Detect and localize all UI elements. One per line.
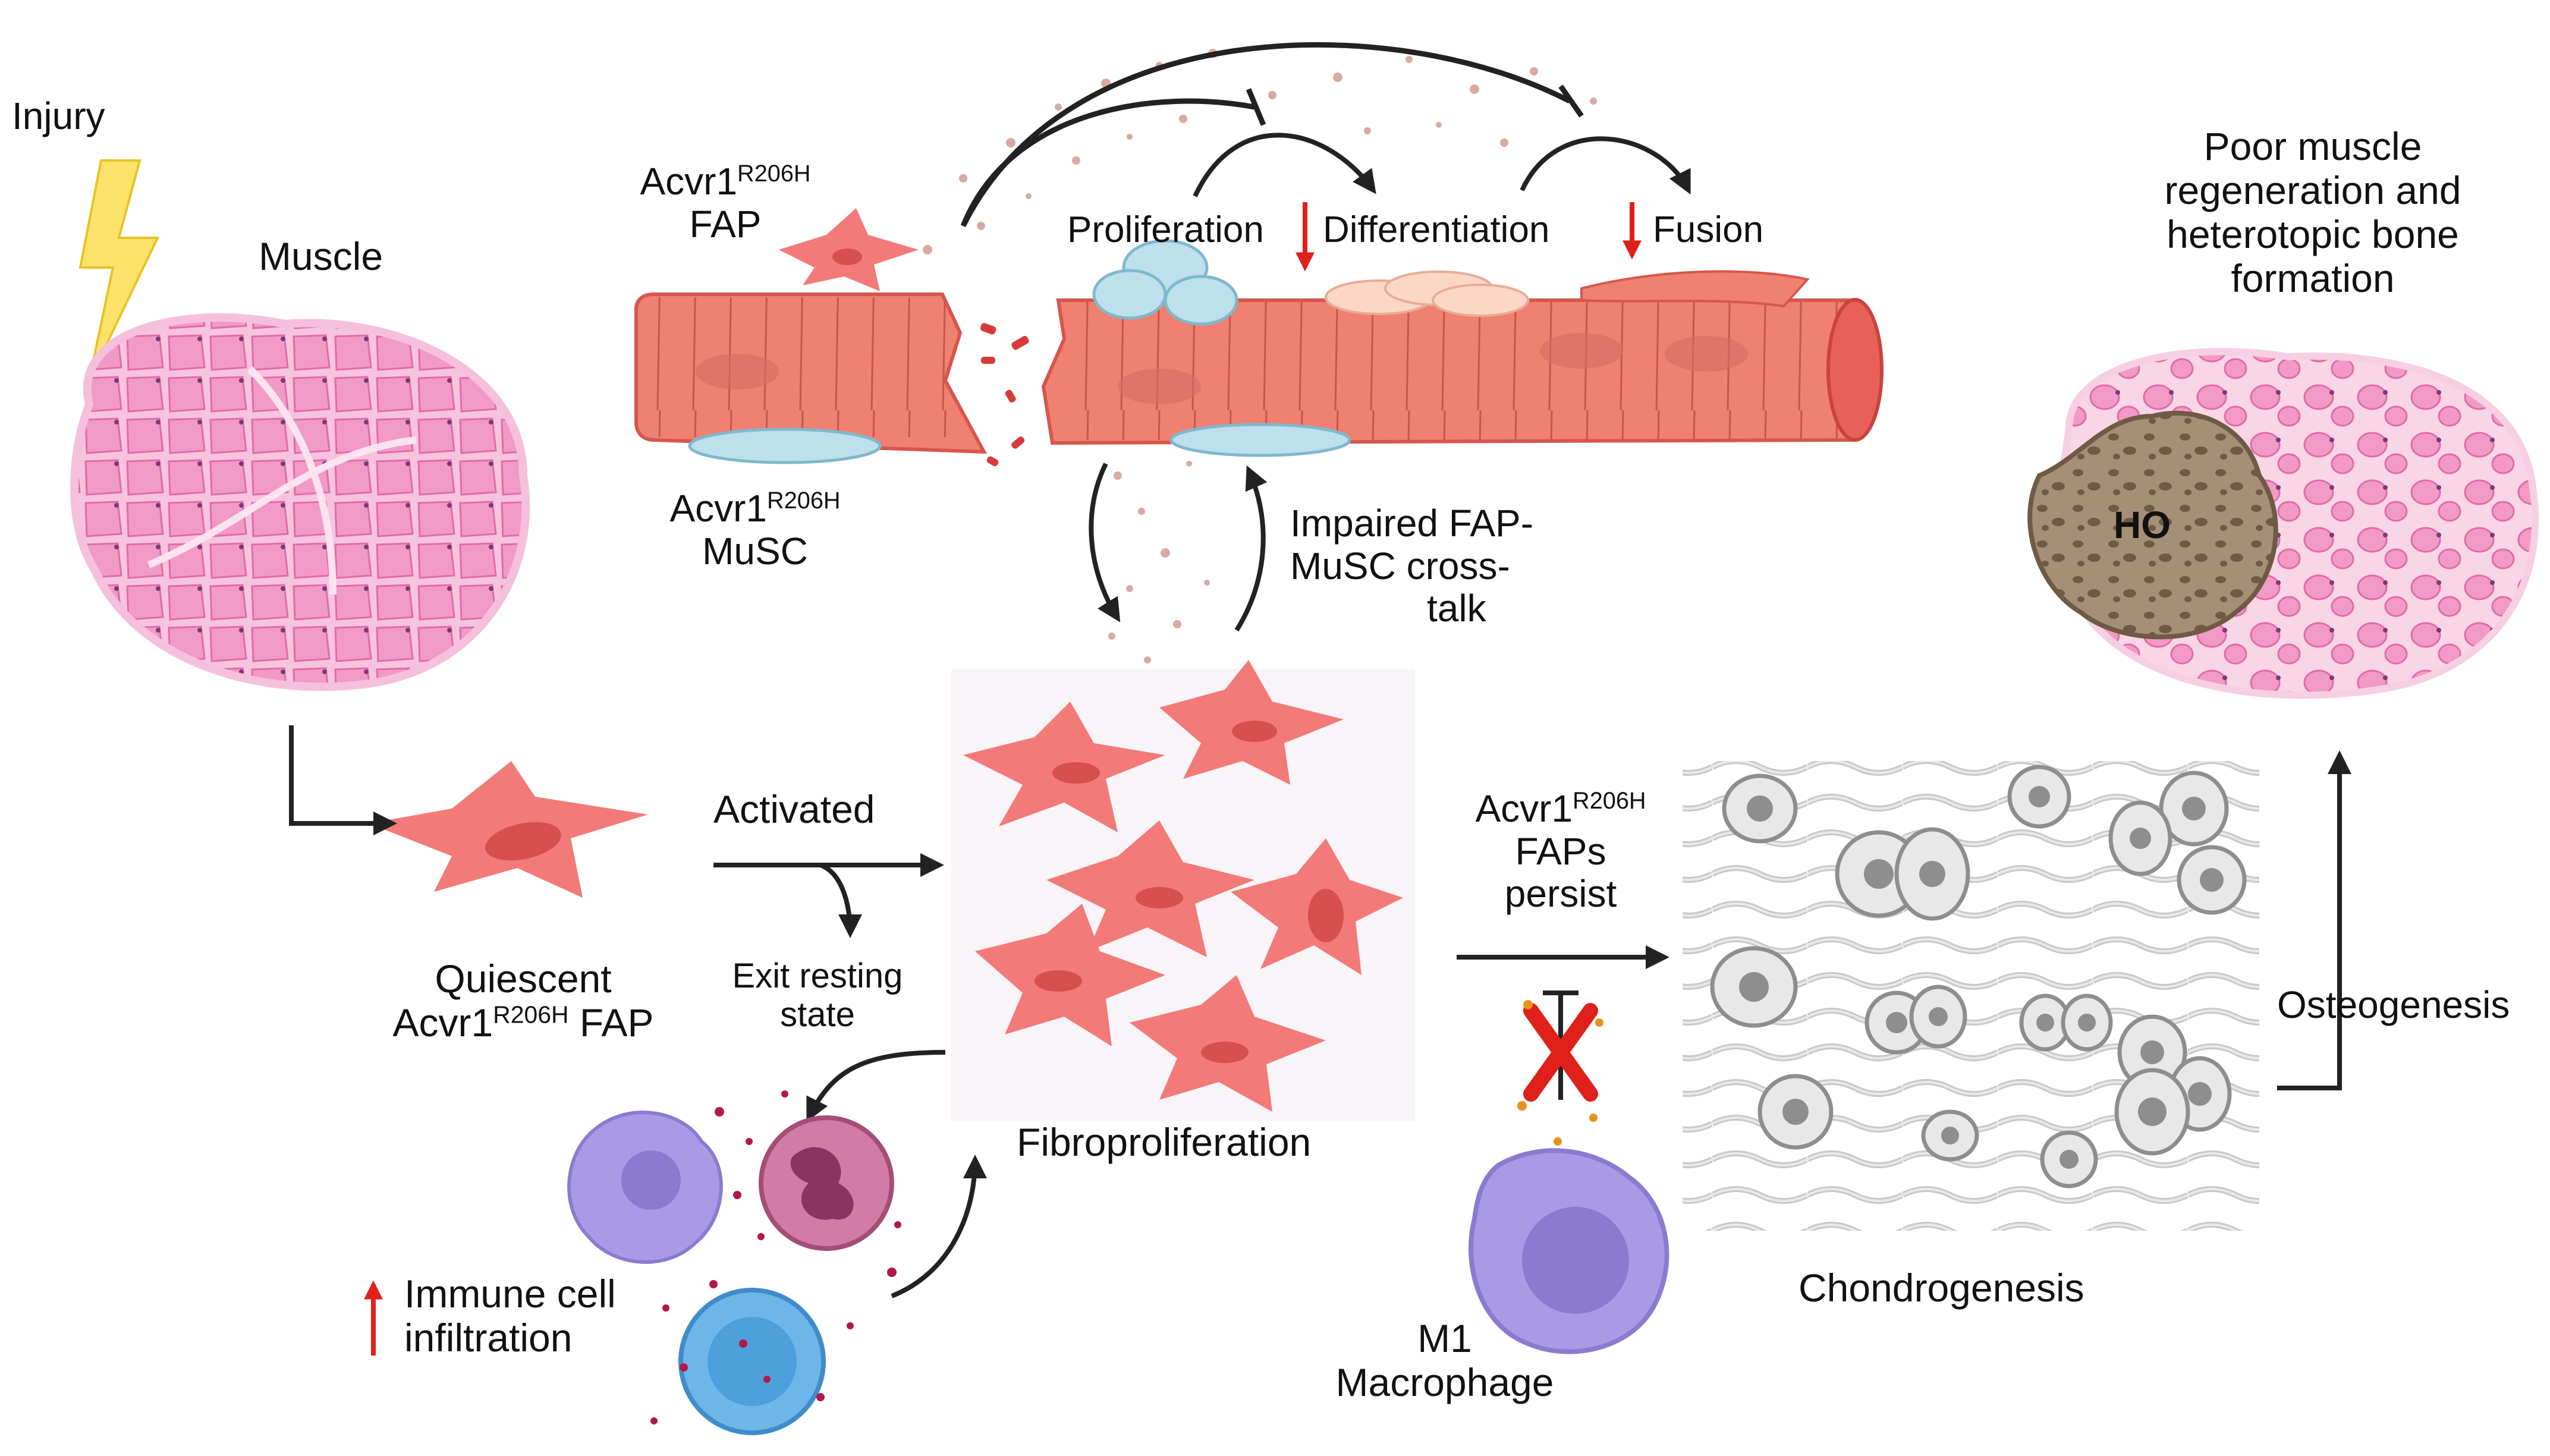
fused-myotube (1580, 270, 1810, 308)
differentiation-label: Differentiation (1323, 209, 1550, 250)
activated-label: Activated (713, 787, 875, 831)
fap-top-label: Acvr1R206H FAP (627, 160, 823, 246)
immune-line-2: infiltration (404, 1315, 573, 1360)
osteogenesis-label: Osteogenesis (2277, 983, 2510, 1026)
decrease-arrows (364, 202, 1642, 1356)
satellite-cell-icon (688, 239, 1351, 464)
quiescent-label: Quiescent Acvr1R206H FAP (363, 957, 684, 1045)
injury-label: Injury (12, 95, 105, 137)
outcome-label: Poor muscle regeneration and heterotopic… (2117, 124, 2509, 301)
crosstalk-line-2: MuSC cross- (1290, 544, 1510, 587)
musc-text: MuSC (702, 529, 808, 573)
ho-label: HO (2114, 504, 2171, 546)
musc-label: Acvr1R206H MuSC (657, 487, 853, 573)
muscle-cross-section-icon (70, 313, 530, 691)
lymphocyte-icon (678, 1288, 826, 1435)
gene-label: Acvr1 (640, 160, 738, 203)
fap-cell-icon (369, 761, 648, 898)
flow-arrows (289, 725, 2351, 1298)
fap-label: FAP (568, 1000, 654, 1045)
crosstalk-arrows (1089, 463, 1268, 632)
quiescent-line-1: Quiescent (435, 957, 612, 1001)
m1-inhibition (1517, 990, 1603, 1170)
mutation-superscript: R206H (1573, 788, 1646, 815)
heterotopic-bone-icon (2027, 348, 2539, 699)
exit-line-2: state (780, 995, 855, 1034)
crosstalk-line-3: talk (1427, 587, 1486, 630)
outcome-line-3: heterotopic bone (2167, 212, 2459, 256)
fap-label: FAP (689, 202, 762, 246)
exit-line-1: Exit resting (732, 957, 903, 995)
fibroproliferation-label: Fibroproliferation (1017, 1120, 1312, 1164)
persist-line-2: FAPs (1515, 829, 1606, 873)
immune-label: Immune cell infiltration (404, 1272, 616, 1360)
outcome-line-1: Poor muscle (2203, 124, 2422, 168)
persist-line-3: persist (1504, 872, 1617, 916)
immune-line-1: Immune cell (404, 1272, 616, 1316)
neutrophil-icon (759, 1115, 894, 1251)
progression-arrows (1193, 133, 1691, 197)
chondrogenesis-panel (1683, 761, 2259, 1231)
fusion-label: Fusion (1653, 209, 1764, 250)
m1-line-2: Macrophage (1335, 1360, 1554, 1404)
mutation-superscript: R206H (493, 1001, 569, 1029)
proliferation-label: Proliferation (1067, 209, 1264, 250)
differentiating-cells (1325, 271, 1529, 317)
m1-line-1: M1 (1417, 1316, 1472, 1360)
gene-label: Acvr1 (669, 487, 768, 530)
macrophage-icon (1469, 1148, 1669, 1354)
persist-label: Acvr1R206H FAPs persist (1451, 787, 1671, 916)
fibroproliferation-patch (951, 660, 1415, 1121)
exit-resting-label: Exit resting state (705, 957, 930, 1034)
crosstalk-label: Impaired FAP- MuSC cross- talk (1290, 502, 1533, 630)
particle-cloud (923, 49, 1597, 663)
mutation-superscript: R206H (767, 488, 841, 514)
gene-label: Acvr1 (1475, 787, 1573, 830)
mutation-superscript: R206H (737, 161, 811, 187)
outcome-line-2: regeneration and (2164, 168, 2461, 212)
gene-label: Acvr1 (392, 1000, 493, 1045)
immune-particles (650, 1090, 901, 1424)
crosstalk-line-1: Impaired FAP- (1290, 502, 1534, 545)
outcome-line-4: formation (2231, 256, 2395, 300)
fap-cell-icon (779, 208, 919, 291)
chondrogenesis-label: Chondrogenesis (1798, 1266, 2084, 1310)
m1-macrophage-label: M1 Macrophage (1308, 1316, 1581, 1405)
macrophage-icon (567, 1111, 723, 1264)
muscle-label: Muscle (259, 234, 383, 278)
inhibition-arcs (960, 42, 1584, 228)
